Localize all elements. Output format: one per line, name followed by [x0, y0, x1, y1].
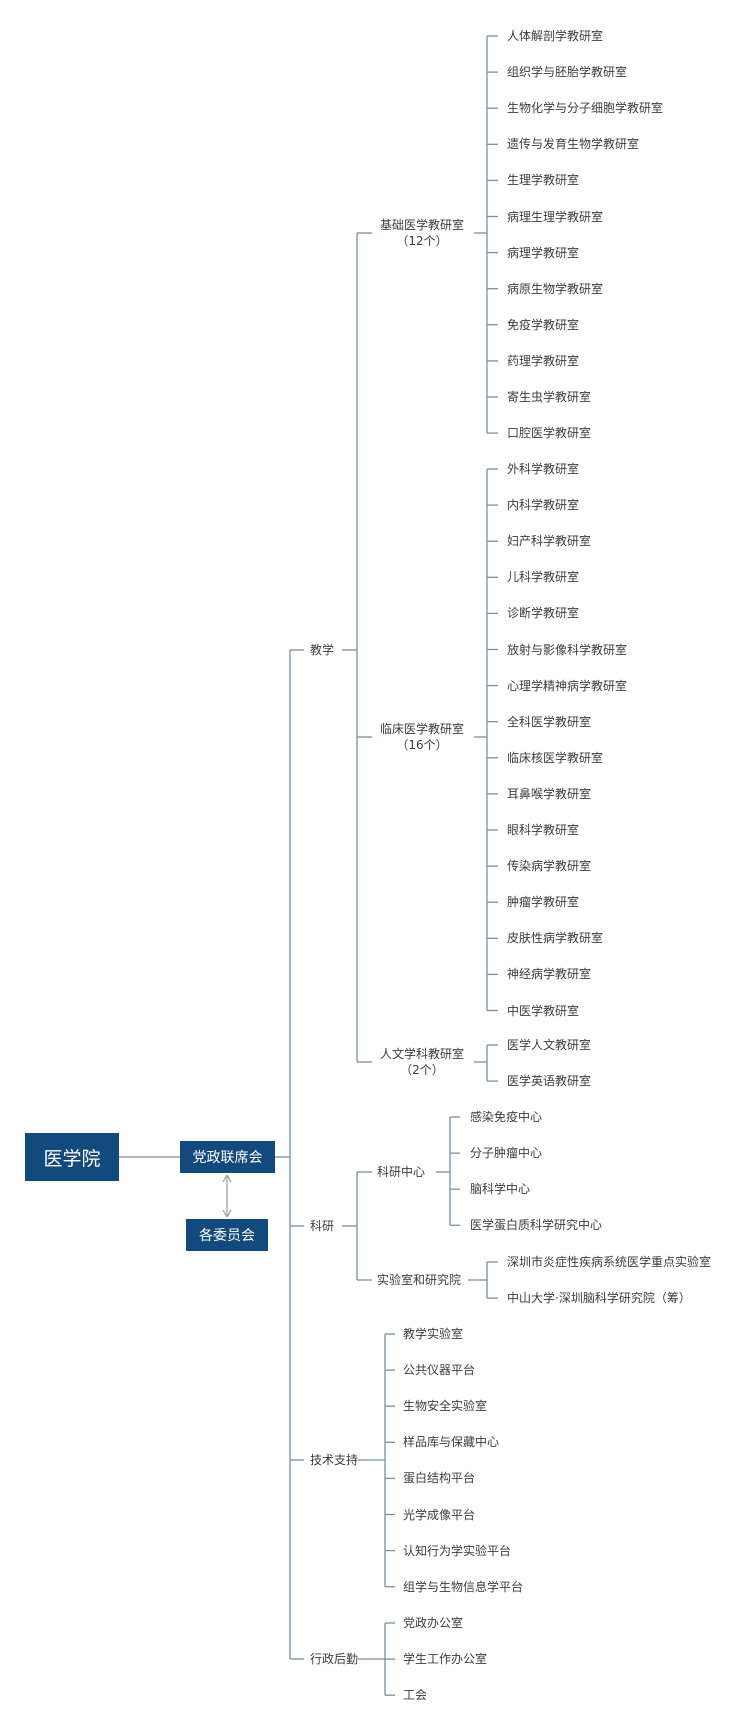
basic-dept-item[interactable]: 病原生物学教研室 [507, 281, 604, 296]
admin-office-item[interactable]: 学生工作办公室 [403, 1652, 488, 1667]
basic-dept-item[interactable]: 药理学教研室 [507, 353, 580, 368]
clinical-dept-item[interactable]: 外科学教研室 [507, 462, 580, 476]
committee-arrow-head-down [226, 1209, 232, 1218]
basic-dept-item[interactable]: 病理学教研室 [507, 245, 580, 260]
clinical-dept-item[interactable]: 妇产科学教研室 [507, 534, 592, 549]
group-humanities-label: 人文学科教研室 [379, 1047, 464, 1061]
group-clinical-count: （16个） [396, 738, 448, 752]
tech-platform-item[interactable]: 组学与生物信息学平台 [403, 1579, 524, 1594]
basic-dept-item[interactable]: 组织学与胚胎学教研室 [507, 65, 628, 80]
branch-teaching[interactable]: 教学 [310, 643, 335, 657]
basic-dept-item[interactable]: 人体解剖学教研室 [507, 29, 604, 43]
clinical-dept-item[interactable]: 临床核医学教研室 [507, 750, 604, 765]
clinical-dept-item[interactable]: 神经病学教研室 [507, 967, 592, 982]
basic-dept-item[interactable]: 口腔医学教研室 [507, 426, 592, 441]
committee-arrow-head-up [222, 1174, 228, 1183]
clinical-dept-item[interactable]: 诊断学教研室 [507, 606, 580, 621]
basic-dept-item[interactable]: 免疫学教研室 [507, 317, 580, 332]
group-clinical-medicine[interactable]: 临床医学教研室 （16个） [372, 721, 472, 753]
admin-office-item[interactable]: 党政办公室 [403, 1616, 464, 1630]
group-humanities-count: （2个） [400, 1063, 444, 1077]
clinical-dept-item[interactable]: 肿瘤学教研室 [507, 895, 580, 910]
research-center-item[interactable]: 感染免疫中心 [470, 1110, 543, 1124]
basic-dept-item[interactable]: 生物化学与分子细胞学教研室 [507, 101, 664, 116]
tech-platform-item[interactable]: 生物安全实验室 [403, 1399, 488, 1414]
group-basic-medicine[interactable]: 基础医学教研室 （12个） [372, 217, 472, 249]
tech-platform-item[interactable]: 公共仪器平台 [403, 1363, 476, 1378]
clinical-dept-item[interactable]: 眼科学教研室 [507, 823, 580, 837]
clinical-dept-item[interactable]: 全科医学教研室 [507, 714, 592, 729]
clinical-dept-item[interactable]: 传染病学教研室 [507, 859, 592, 874]
group-labs-institutes[interactable]: 实验室和研究院 [377, 1273, 462, 1287]
humanities-dept-item[interactable]: 医学英语教研室 [507, 1074, 592, 1089]
group-research-centers[interactable]: 科研中心 [377, 1165, 426, 1179]
clinical-dept-item[interactable]: 心理学精神病学教研室 [507, 678, 628, 693]
humanities-dept-item[interactable]: 医学人文教研室 [507, 1038, 592, 1052]
tech-platform-item[interactable]: 蛋白结构平台 [403, 1471, 476, 1486]
clinical-dept-item[interactable]: 皮肤性病学教研室 [507, 931, 604, 946]
group-clinical-label: 临床医学教研室 [379, 722, 464, 736]
lab-institute-item[interactable]: 中山大学·深圳脑科学研究院（筹） [507, 1291, 691, 1306]
committee-arrow-head-up [226, 1174, 232, 1183]
tech-platform-item[interactable]: 样品库与保藏中心 [403, 1435, 500, 1450]
group-basic-count: （12个） [396, 234, 448, 248]
branch-tech-support[interactable]: 技术支持 [310, 1453, 359, 1467]
research-center-item[interactable]: 医学蛋白质科学研究中心 [470, 1218, 603, 1233]
research-center-item[interactable]: 脑科学中心 [470, 1182, 531, 1197]
branch-admin[interactable]: 行政后勤 [310, 1652, 359, 1666]
research-center-item[interactable]: 分子肿瘤中心 [470, 1146, 543, 1161]
clinical-dept-item[interactable]: 内科学教研室 [507, 498, 580, 513]
basic-dept-item[interactable]: 遗传与发育生物学教研室 [507, 137, 640, 152]
admin-office-item[interactable]: 工会 [403, 1688, 428, 1703]
tech-platform-item[interactable]: 教学实验室 [403, 1327, 464, 1341]
root-node[interactable]: 医学院 [25, 1133, 119, 1181]
clinical-dept-item[interactable]: 中医学教研室 [507, 1003, 580, 1018]
group-basic-label: 基础医学教研室 [379, 218, 464, 232]
branch-research[interactable]: 科研 [310, 1219, 335, 1233]
group-humanities[interactable]: 人文学科教研室 （2个） [372, 1046, 472, 1078]
basic-dept-item[interactable]: 病理生理学教研室 [507, 209, 604, 224]
committee-arrow-head-down [222, 1209, 228, 1218]
tech-platform-item[interactable]: 认知行为学实验平台 [403, 1543, 512, 1558]
tech-platform-item[interactable]: 光学成像平台 [403, 1507, 476, 1522]
lab-institute-item[interactable]: 深圳市炎症性疾病系统医学重点实验室 [507, 1255, 712, 1269]
committees-node[interactable]: 各委员会 [186, 1219, 268, 1251]
clinical-dept-item[interactable]: 儿科学教研室 [507, 570, 580, 585]
clinical-dept-item[interactable]: 放射与影像科学教研室 [507, 642, 628, 657]
party-council-node[interactable]: 党政联席会 [180, 1141, 275, 1173]
basic-dept-item[interactable]: 寄生虫学教研室 [507, 390, 592, 404]
clinical-dept-item[interactable]: 耳鼻喉学教研室 [507, 786, 592, 801]
basic-dept-item[interactable]: 生理学教研室 [507, 173, 580, 188]
